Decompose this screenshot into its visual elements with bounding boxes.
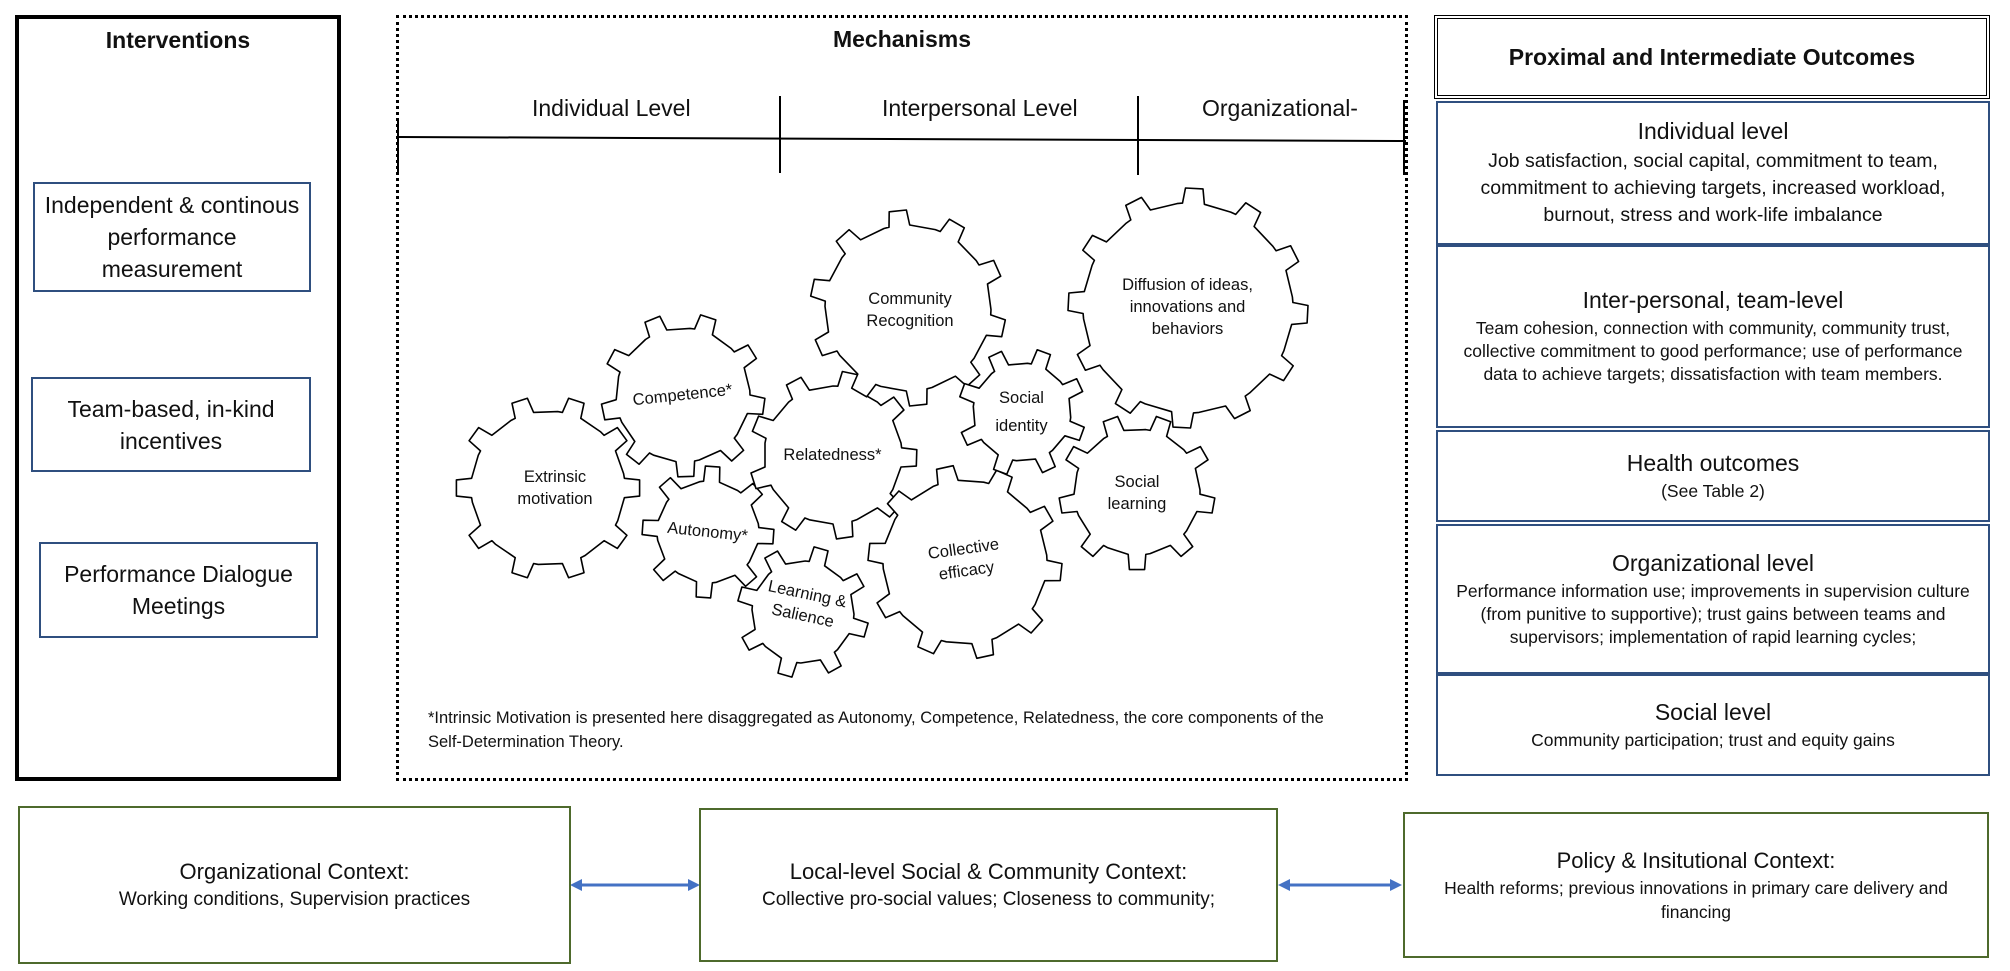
outcome-organizational-level: Organizational level Performance informa… [1436,524,1990,674]
gear-extrinsic-motivation [455,397,641,579]
gear-competence [600,314,766,478]
gear-label-extrinsic-motivation: Extrinsic motivation [517,468,593,508]
outcomes-title-text: Proximal and Intermediate Outcomes [1508,43,1916,70]
gear-collective-efficacy [867,464,1063,660]
outcome-heading: Social level [1654,698,1772,725]
gear-social-learning [1058,415,1216,571]
intervention-label: Independent & continous performance meas… [44,192,300,282]
outcome-health: Health outcomes (See Table 2) [1436,430,1990,522]
gear-label-diffusion: Diffusion of ideas, innovations and beha… [1122,276,1253,338]
gear-label-social-identity: Social identity [995,389,1048,435]
intervention-dialogue-meetings: Performance Dialogue Meetings [39,542,318,638]
context-policy-institutional: Policy & Insitutional Context: Health re… [1403,812,1989,958]
context-heading: Policy & Insitutional Context: [1556,848,1836,873]
interventions-panel: Interventions [15,15,341,781]
intervention-team-incentives: Team-based, in-kind incentives [31,377,311,472]
interventions-title: Interventions [105,27,251,53]
mechanisms-footnote: *Intrinsic Motivation is presented here … [428,709,1324,751]
outcome-heading: Health outcomes [1626,449,1800,476]
context-arrow-left [570,879,700,891]
gear-autonomy [641,465,775,599]
outcome-team-level: Inter-personal, team-level Team cohesion… [1436,245,1990,428]
outcome-body: Job satisfaction, social capital, commit… [1480,149,1946,226]
outcome-individual-level: Individual level Job satisfaction, socia… [1436,101,1990,245]
gear-community-recognition [809,209,1007,407]
mechanisms-title: Mechanisms [832,26,972,52]
outcome-body: Team cohesion, connection with community… [1463,318,1963,384]
outcome-body: Community participation; trust and equit… [1531,729,1895,750]
outcome-body: (See Table 2) [1661,480,1765,501]
intervention-label: Team-based, in-kind incentives [67,395,275,454]
context-body: Health reforms; previous innovations in … [1444,878,1948,922]
gear-group [455,187,1309,678]
outcome-heading: Organizational level [1611,549,1814,576]
gear-diffusion [1067,187,1309,429]
outcome-social-level: Social level Community participation; tr… [1436,674,1990,776]
context-body: Collective pro-social values; Closeness … [761,889,1215,910]
outcome-heading: Individual level [1637,117,1789,144]
gear-label-relatedness: Relatedness* [783,446,882,464]
gear-social-identity [959,349,1085,475]
context-organizational: Organizational Context: Working conditio… [18,806,571,964]
gear-label-social-learning: Social learning [1107,473,1167,513]
level-individual: Individual Level [532,95,691,121]
outcome-body: Performance information use; improvement… [1456,580,1970,647]
context-body: Working conditions, Supervision practice… [118,889,471,910]
mechanisms-panel: Mechanisms [396,15,1408,781]
level-divider-line [397,136,1407,142]
intervention-performance-measurement: Independent & continous performance meas… [33,182,311,292]
context-arrow-right [1278,879,1402,891]
gear-learning-salience [737,546,869,678]
context-heading: Local-level Social & Community Context: [789,859,1188,884]
level-organizational: Organizational- [1202,95,1358,121]
gear-label-community-recognition: Community Recognition [866,290,954,330]
context-heading: Organizational Context: [179,859,410,884]
context-local-social-community: Local-level Social & Community Context: … [699,808,1278,962]
outcomes-title: Proximal and Intermediate Outcomes [1434,15,1990,99]
level-interpersonal: Interpersonal Level [882,95,1078,121]
outcome-heading: Inter-personal, team-level [1582,287,1844,313]
intervention-label: Performance Dialogue Meetings [64,561,293,619]
